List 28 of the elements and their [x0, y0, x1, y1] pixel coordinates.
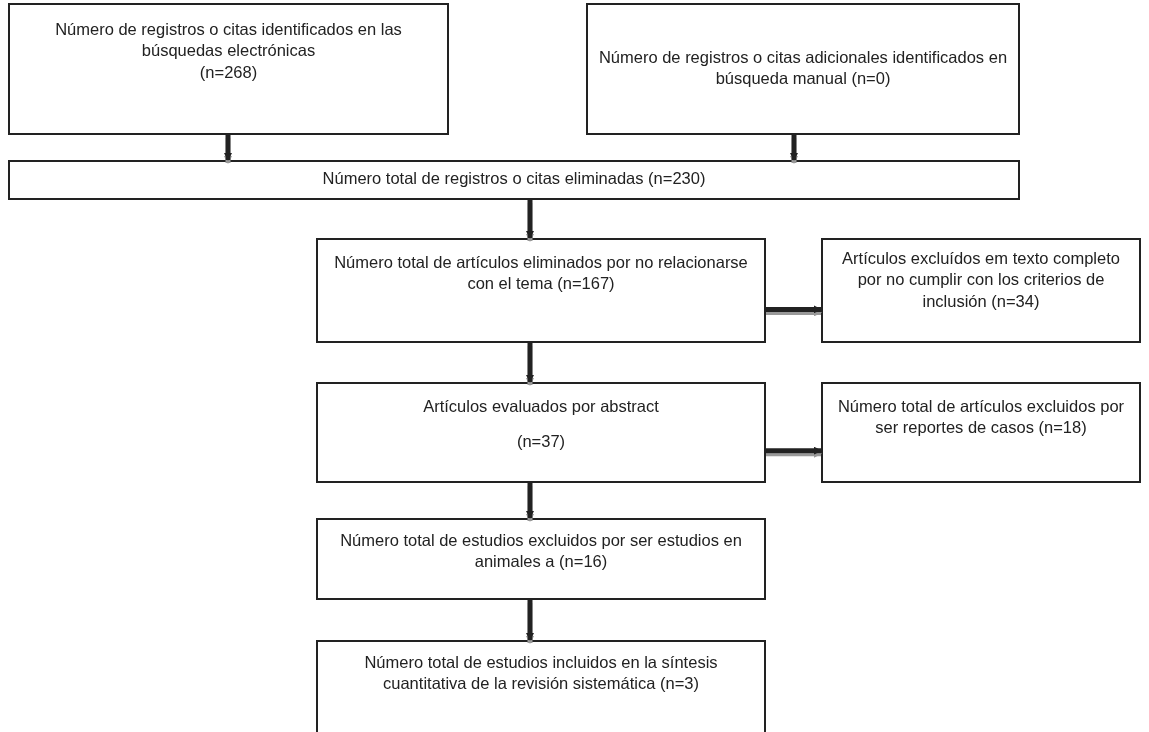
- process-box: [316, 238, 766, 343]
- box-text: Número de registros o citas identificados en las búsquedas electrónicas: [54, 19, 403, 62]
- arrow: [790, 135, 798, 161]
- box-text: Número total de estudios excluidos por ser estudios en animales a (n=16): [339, 530, 743, 573]
- process-box: [821, 238, 1141, 343]
- box-text: Número de registros o citas adicionales identificados en búsqueda manual (n=0): [598, 47, 1008, 90]
- arrow: [224, 135, 232, 161]
- box-text: Número total de artículos eliminados por no relacionarse con el tema (n=167): [333, 252, 749, 295]
- process-box: [316, 640, 766, 732]
- process-box: [316, 382, 766, 483]
- process-box: [8, 160, 1020, 200]
- arrow: [766, 305, 822, 314]
- box-text: Artículos excluídos em texto completo por no cumplir con los criterios de inclusión (n=34): [841, 248, 1121, 312]
- box-text: Número total de registros o citas eliminadas (n=230): [322, 168, 706, 189]
- process-box: [821, 382, 1141, 483]
- arrow: [526, 343, 534, 383]
- arrow: [526, 200, 534, 239]
- process-box: [8, 3, 449, 135]
- box-text: Número total de artículos excluidos por ser reportes de casos (n=18): [836, 396, 1126, 439]
- process-box: [586, 3, 1020, 135]
- arrow: [526, 600, 534, 641]
- arrow: [526, 483, 534, 519]
- box-text: (n=268): [199, 61, 258, 83]
- arrow: [766, 446, 822, 455]
- process-box: [316, 518, 766, 600]
- box-text: Artículos evaluados por abstract: [423, 396, 659, 417]
- box-text: (n=37): [516, 431, 566, 453]
- box-text: Número total de estudios incluidos en la síntesis cuantitativa de la revisión sistemática (n=3): [363, 652, 719, 695]
